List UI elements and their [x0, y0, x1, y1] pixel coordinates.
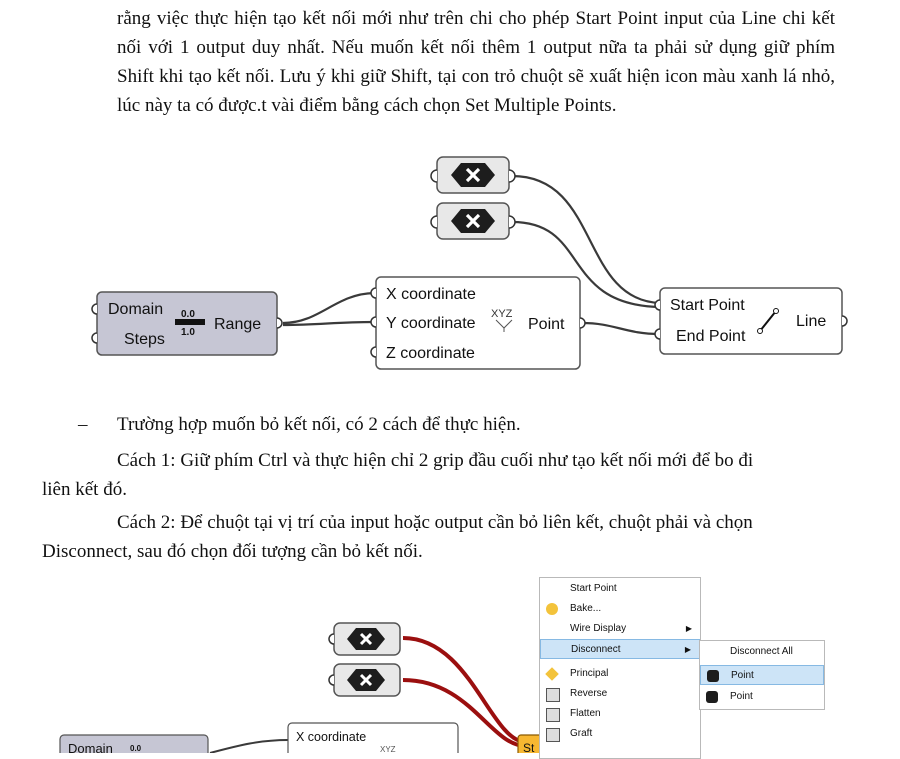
- context-menu: Start Point Bake... Wire Display▶ Discon…: [539, 577, 701, 759]
- bullet-dash: –: [78, 414, 88, 435]
- hexagon-x-icon: [707, 670, 719, 682]
- xyz-icon: XYZ: [380, 745, 396, 753]
- range-output: Range: [214, 316, 261, 333]
- point-output: Point: [528, 316, 565, 333]
- line-component-partial[interactable]: St: [517, 734, 543, 753]
- method-2-line-1: Cách 2: Để chuột tại vị trí của input ho…: [117, 512, 753, 533]
- number-component-1[interactable]: [328, 622, 401, 656]
- range-input-domain: Domain: [108, 301, 163, 318]
- submenu-arrow-icon: ▶: [684, 645, 691, 654]
- range-component-partial[interactable]: Domain 0.0: [59, 734, 209, 753]
- menu-item-flatten[interactable]: Flatten: [540, 704, 700, 724]
- construct-point-component-partial[interactable]: X coordinate XYZ: [287, 722, 459, 753]
- line-output: Line: [796, 313, 826, 330]
- range-icon: [175, 319, 205, 325]
- line-icon: [757, 308, 779, 334]
- range-component[interactable]: Domain Steps 0.0 1.0 Range: [91, 291, 283, 356]
- range-icon-value: 0.0: [130, 744, 142, 753]
- paragraph-intro: rằng việc thực hiện tạo kết nối mới như …: [117, 8, 835, 116]
- line-input-start: Start Point: [670, 297, 745, 314]
- submenu-arrow-icon: ▶: [685, 624, 692, 633]
- hexagon-x-icon: [706, 691, 718, 703]
- bullet-text: Trường hợp muốn bỏ kết nối, có 2 cách để…: [117, 414, 521, 435]
- method-2-line-2: Disconnect, sau đó chọn đối tượng cần bỏ…: [42, 541, 423, 562]
- menu-item-bake[interactable]: Bake...: [540, 599, 700, 619]
- figure-1-grasshopper-definition: Domain Steps 0.0 1.0 Range X coordinate …: [91, 156, 848, 370]
- point-input-x: X coordinate: [296, 730, 366, 744]
- menu-item-wire-display[interactable]: Wire Display▶: [540, 619, 700, 639]
- reverse-icon: [546, 688, 560, 702]
- range-input-steps: Steps: [124, 331, 165, 348]
- range-icon-top: 0.0: [181, 309, 195, 320]
- disconnect-submenu: Disconnect All Point Point: [699, 640, 825, 710]
- bake-icon: [546, 603, 558, 615]
- number-component-2[interactable]: [328, 663, 401, 697]
- submenu-item-disconnect-all[interactable]: Disconnect All: [730, 646, 793, 657]
- number-component-1[interactable]: [430, 156, 516, 194]
- method-1-line-1: Cách 1: Giữ phím Ctrl và thực hiện chỉ 2…: [117, 450, 754, 471]
- menu-item-graft[interactable]: Graft: [540, 724, 700, 744]
- line-input-end: End Point: [676, 328, 746, 345]
- line-component[interactable]: Start Point End Point Line: [654, 287, 848, 355]
- point-input-x: X coordinate: [386, 286, 476, 303]
- menu-item-reverse[interactable]: Reverse: [540, 684, 700, 704]
- menu-item-start-point: Start Point: [570, 583, 617, 594]
- xyz-icon: XYZ: [491, 308, 513, 320]
- point-input-y: Y coordinate: [386, 315, 476, 332]
- menu-item-principal[interactable]: Principal: [540, 664, 700, 684]
- construct-point-component[interactable]: X coordinate Y coordinate Z coordinate X…: [370, 276, 586, 370]
- submenu-item-point-2[interactable]: Point: [700, 687, 824, 707]
- submenu-item-point-1[interactable]: Point: [700, 665, 824, 685]
- line-input-start-label: St: [523, 741, 535, 753]
- menu-item-disconnect[interactable]: Disconnect▶: [540, 639, 700, 659]
- number-component-2[interactable]: [430, 202, 516, 240]
- principal-icon: [545, 667, 559, 681]
- graft-icon: [546, 728, 560, 742]
- flatten-icon: [546, 708, 560, 722]
- range-input-domain: Domain: [68, 741, 113, 753]
- method-1-line-2: liên kết đó.: [42, 479, 127, 500]
- range-icon-bottom: 1.0: [181, 327, 195, 338]
- point-input-z: Z coordinate: [386, 345, 475, 362]
